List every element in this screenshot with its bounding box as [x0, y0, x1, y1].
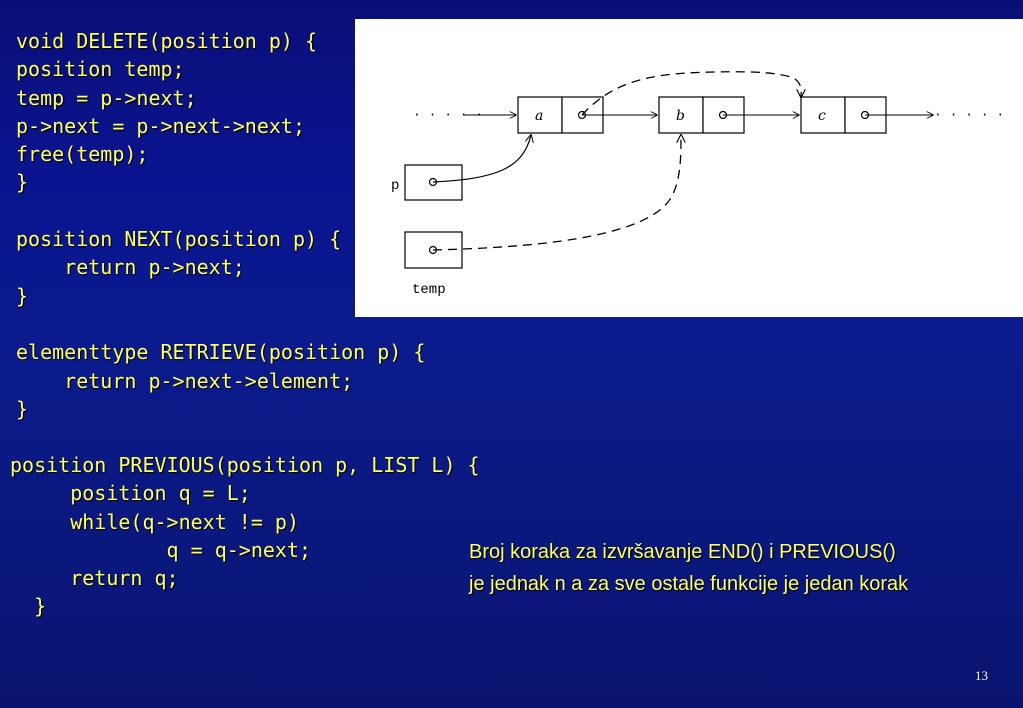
linked-list-diagram: · · · · · a b c · · · · · [355, 19, 1023, 317]
note-line-2: je jednak n a za sve ostale funkcije je … [469, 573, 909, 595]
note-line-1: Broj koraka za izvršavanje END() i PREVI… [469, 541, 896, 563]
linked-list-svg: · · · · · a b c · · · · · [391, 71, 1004, 298]
ellipsis-right: · · · · · [934, 107, 1004, 122]
ellipsis-left: · · · · · [413, 107, 483, 122]
arrow-p-to-a [432, 135, 531, 183]
code-block-previous: position PREVIOUS(position p, LIST L) { … [10, 453, 480, 619]
complexity-note: Broj koraka za izvršavanje END() i PREVI… [469, 538, 989, 598]
pointer-p-label: p [391, 178, 399, 194]
node-b: b [658, 96, 745, 134]
pointer-temp-label: temp [412, 282, 446, 298]
dashed-arrow-temp-to-b [432, 135, 681, 251]
code-block-delete-next-retrieve: void DELETE(position p) { position temp;… [16, 29, 426, 421]
node-b-label: b [676, 108, 685, 124]
page-number: 13 [975, 668, 988, 683]
dashed-arrow-a-to-c [581, 71, 801, 116]
node-a-label: a [535, 108, 543, 124]
node-c-label: c [818, 108, 826, 124]
